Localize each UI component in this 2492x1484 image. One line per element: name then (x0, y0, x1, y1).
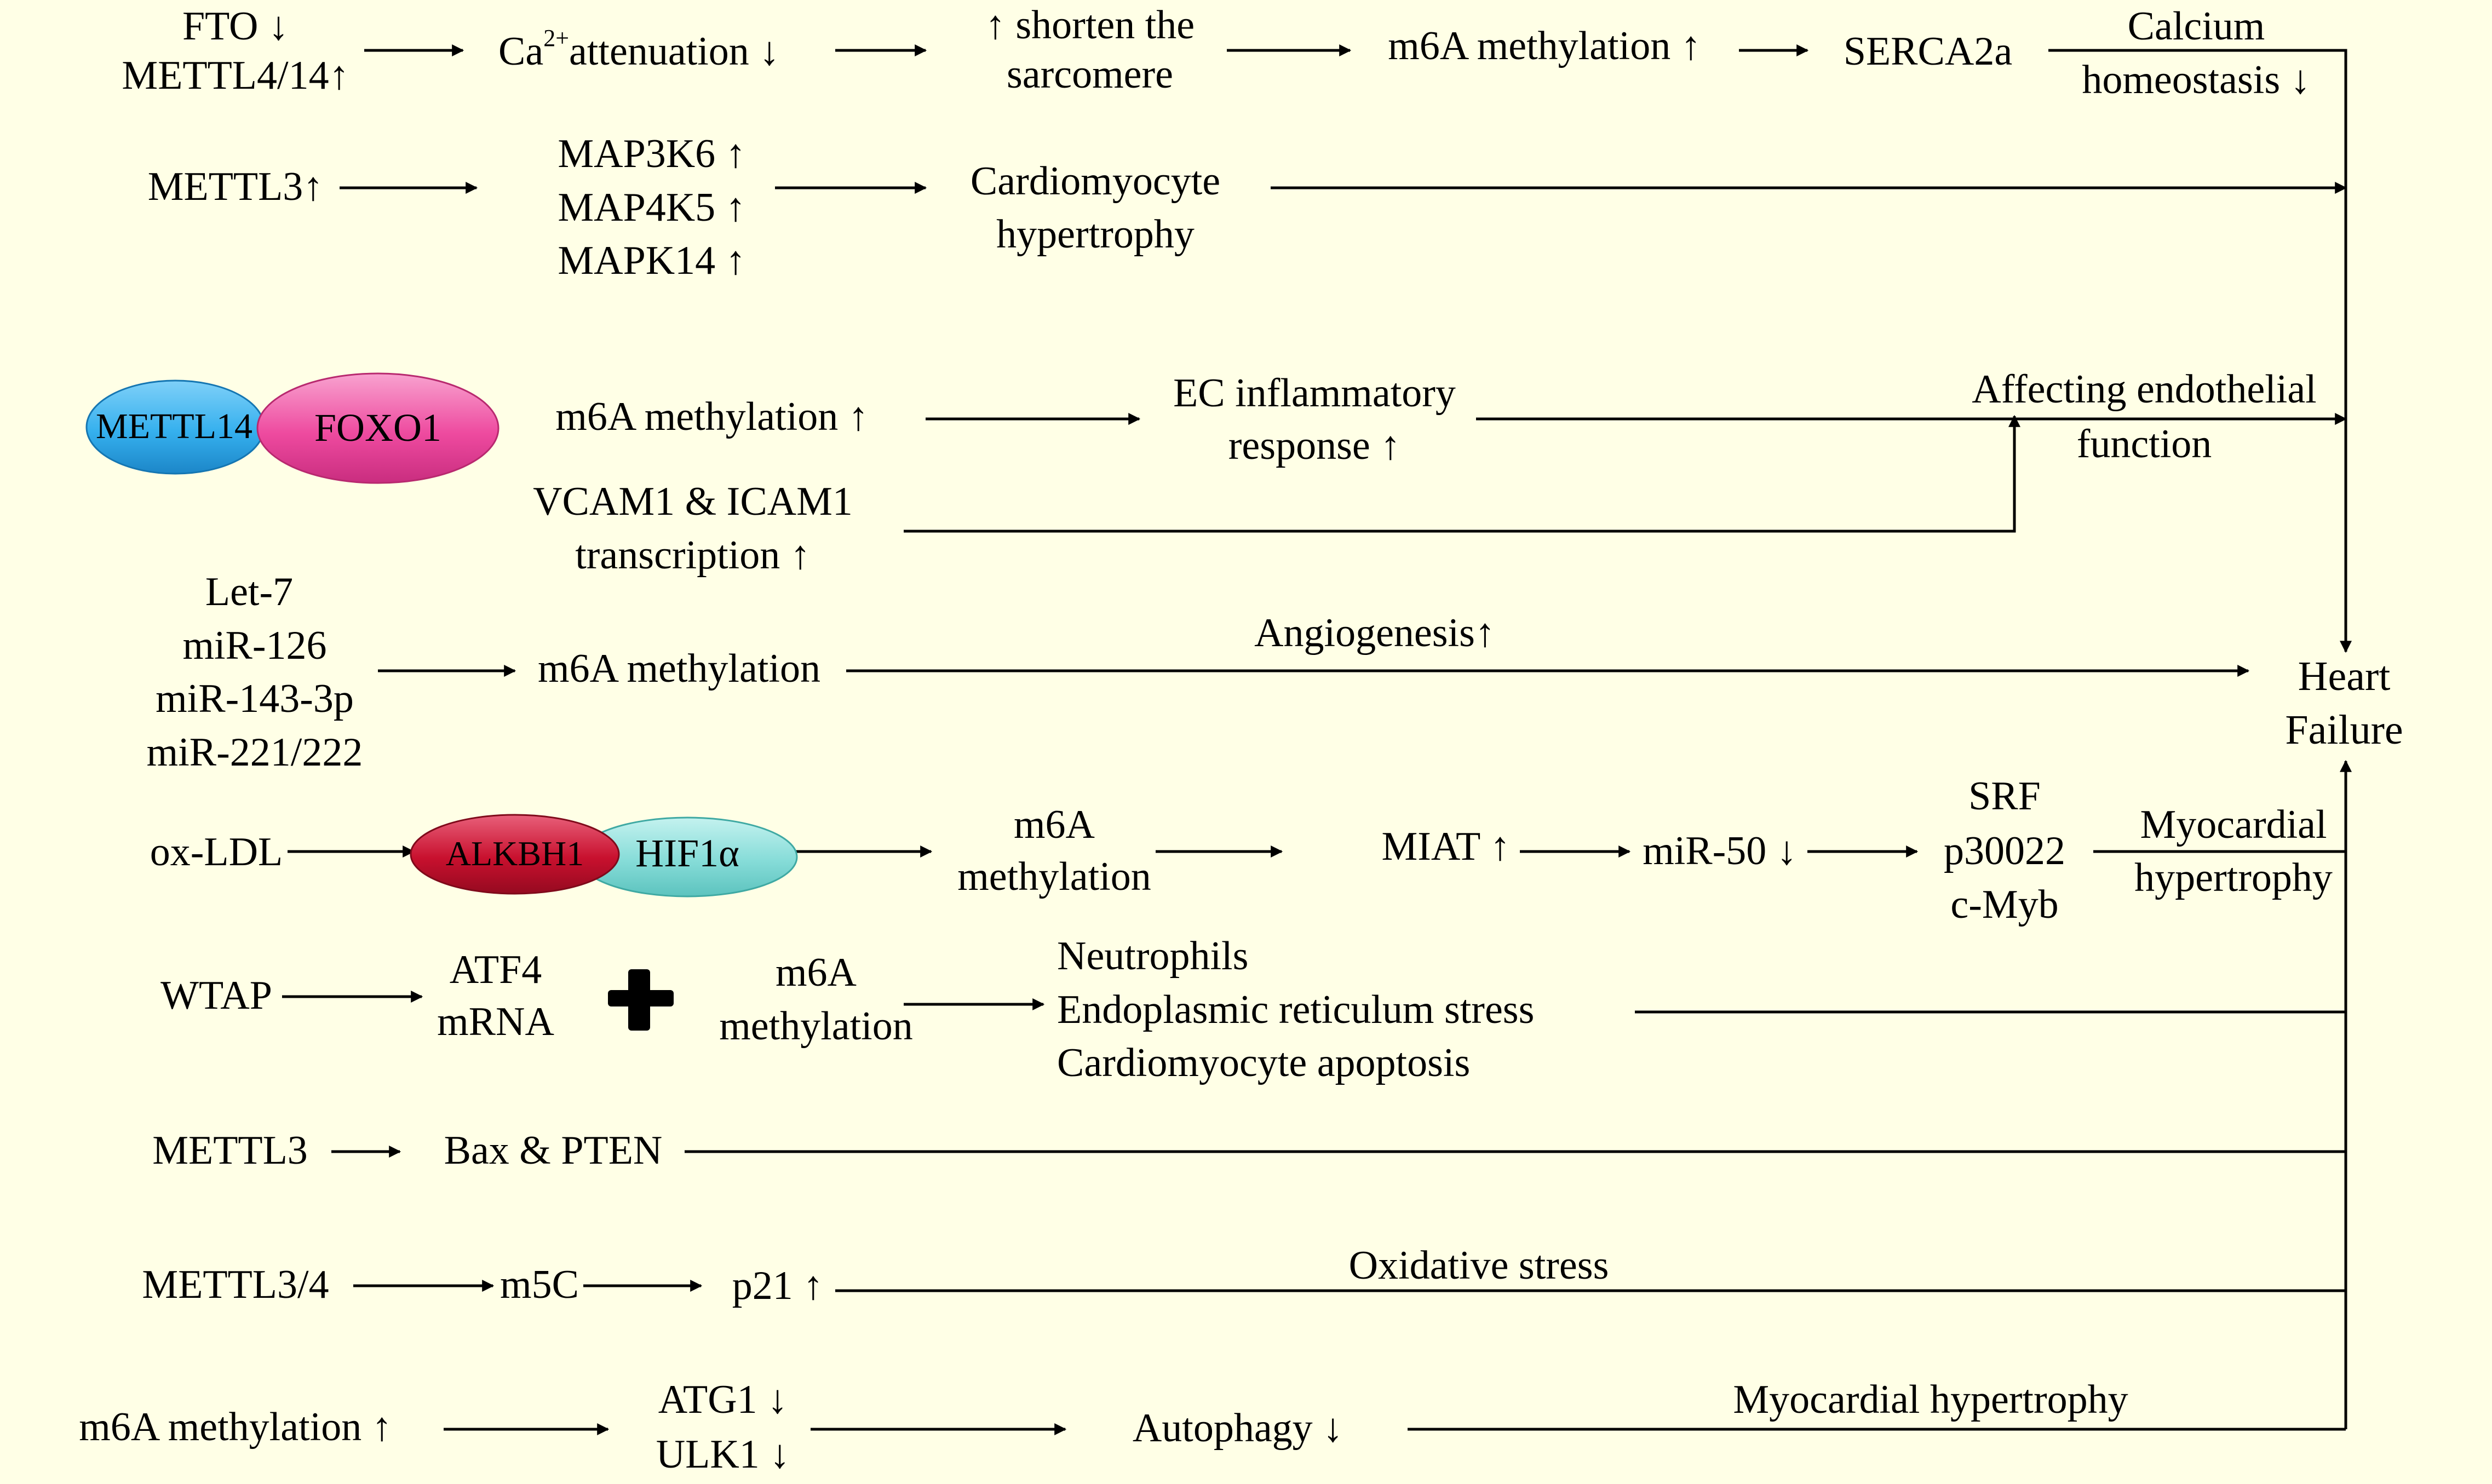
node-let7: Let-7 (205, 570, 293, 614)
node-miat: MIAT ↑ (1381, 824, 1510, 869)
node-mapk14: MAPK14 ↑ (558, 238, 745, 283)
node-map4k5: MAP4K5 ↑ (558, 185, 745, 230)
node-ca-attenuation: Ca2+attenuation ↓ (498, 25, 779, 74)
label-oxidative-stress: Oxidative stress (1349, 1243, 1609, 1288)
label-alkbh1: ALKBH1 (446, 834, 584, 873)
node-mettl3-up: METTL3↑ (148, 164, 324, 209)
node-atf4-line2: mRNA (437, 999, 554, 1044)
row-bax: METTL3 Bax & PTEN (152, 1128, 662, 1173)
connectors (282, 44, 2352, 1435)
node-neutrophils: Neutrophils (1057, 934, 1248, 979)
label-hif1a: HIF1α (635, 831, 739, 875)
line-calcium-to-right-bus (2048, 49, 2347, 131)
node-vcam-line1: VCAM1 & ICAM1 (533, 479, 853, 524)
node-cmyb: c-Myb (1950, 882, 2058, 927)
node-mir143: miR-143-3p (156, 676, 354, 721)
heart-failure: Heart Failure (2285, 653, 2403, 753)
row-angiogenesis: Let-7 miR-126 miR-143-3p miR-221/222 m6A… (147, 570, 1495, 775)
node-p21: p21 ↑ (732, 1263, 824, 1308)
node-apoptosis: Cardiomyocyte apoptosis (1057, 1040, 1470, 1085)
label-foxo1: FOXO1 (314, 406, 441, 450)
node-p30022: p30022 (1944, 829, 2065, 873)
node-ulk1: ULK1 ↓ (656, 1432, 790, 1477)
alkbh1-ellipse (410, 814, 620, 895)
node-serca2a: SERCA2a (1844, 29, 2012, 74)
node-shorten-line1: ↑ shorten the (985, 3, 1195, 48)
node-m6a-line2: methylation (957, 854, 1151, 899)
node-mir50: miR-50 ↓ (1643, 829, 1797, 873)
arrow-vcam-to-endothelial (904, 415, 2020, 533)
node-calcium-line1: Calcium (2128, 4, 2265, 49)
plus-icon (608, 969, 674, 1031)
node-mettl4-14: METTL4/14↑ (122, 53, 349, 98)
node-mettl3: METTL3 (152, 1128, 308, 1173)
row-oxidative: METTL3/4 m5C p21 ↑ Oxidative stress (142, 1243, 1609, 1308)
node-affecting-line2: function (2077, 422, 2212, 467)
label-myocardial-hypertrophy: Myocardial hypertrophy (1733, 1377, 2128, 1422)
row-wtap: WTAP ATF4 mRNA m6A methylation Neutrophi… (160, 934, 1534, 1085)
row-endothelial: METTL14 FOXO1 m6A methylation ↑ EC infla… (85, 367, 2317, 578)
node-cardio-line1: Cardiomyocyte (971, 159, 1220, 204)
label-angiogenesis: Angiogenesis↑ (1254, 611, 1495, 655)
node-atg1: ATG1 ↓ (658, 1377, 788, 1422)
node-affecting-line1: Affecting endothelial (1972, 367, 2316, 412)
row-calcium: FTO ↓ METTL4/14↑ Ca2+attenuation ↓ ↑ sho… (122, 3, 2310, 102)
node-fto: FTO ↓ (182, 4, 289, 49)
node-m6a-wtap-line2: methylation (719, 1004, 913, 1049)
node-m6a-wtap-line1: m6A (776, 950, 857, 995)
node-atf4-line1: ATF4 (450, 947, 542, 992)
label-mettl14: METTL14 (96, 406, 252, 446)
node-m6a-line1: m6A (1014, 802, 1095, 847)
node-calcium-line2: homeostasis ↓ (2082, 57, 2310, 102)
heart-failure-line1: Heart (2298, 653, 2391, 699)
node-oxldl: ox-LDL (150, 830, 283, 875)
node-ec-line2: response ↑ (1228, 423, 1400, 468)
heart-failure-line2: Failure (2285, 707, 2403, 753)
node-mir126: miR-126 (182, 623, 326, 668)
row-hypertrophy: METTL3↑ MAP3K6 ↑ MAP4K5 ↑ MAPK14 ↑ Cardi… (148, 131, 1220, 283)
node-m6a-methylation-3: m6A methylation (538, 646, 820, 691)
node-bax-pten: Bax & PTEN (444, 1128, 663, 1173)
node-cardio-line2: hypertrophy (996, 212, 1195, 257)
node-m5c: m5C (500, 1262, 579, 1307)
node-m6a-methylation-1: m6A methylation ↑ (1388, 24, 1701, 68)
row-autophagy: m6A methylation ↑ ATG1 ↓ ULK1 ↓ Autophag… (79, 1377, 2128, 1477)
foxo1-ellipse (256, 372, 499, 484)
node-myocardial-line2: hypertrophy (2134, 855, 2333, 900)
node-map3k6: MAP3K6 ↑ (558, 131, 745, 176)
node-m6a-methylation-4: m6A methylation ↑ (79, 1405, 392, 1450)
node-ec-line1: EC inflammatory (1173, 371, 1456, 416)
node-autophagy: Autophagy ↓ (1133, 1406, 1343, 1451)
node-er-stress: Endoplasmic reticulum stress (1057, 987, 1534, 1032)
node-wtap: WTAP (160, 973, 272, 1018)
node-m6a-methylation-2: m6A methylation ↑ (555, 394, 868, 439)
node-mettl3-4: METTL3/4 (142, 1262, 329, 1307)
node-mir221: miR-221/222 (147, 730, 363, 775)
row-oxldl: ox-LDL ALKBH1 HIF1α m6A methylation MIAT… (150, 774, 2333, 927)
node-shorten-line2: sarcomere (1007, 52, 1173, 97)
node-myocardial-line1: Myocardial (2140, 802, 2327, 847)
node-vcam-line2: transcription ↑ (575, 533, 811, 578)
node-srf: SRF (1968, 774, 2041, 819)
